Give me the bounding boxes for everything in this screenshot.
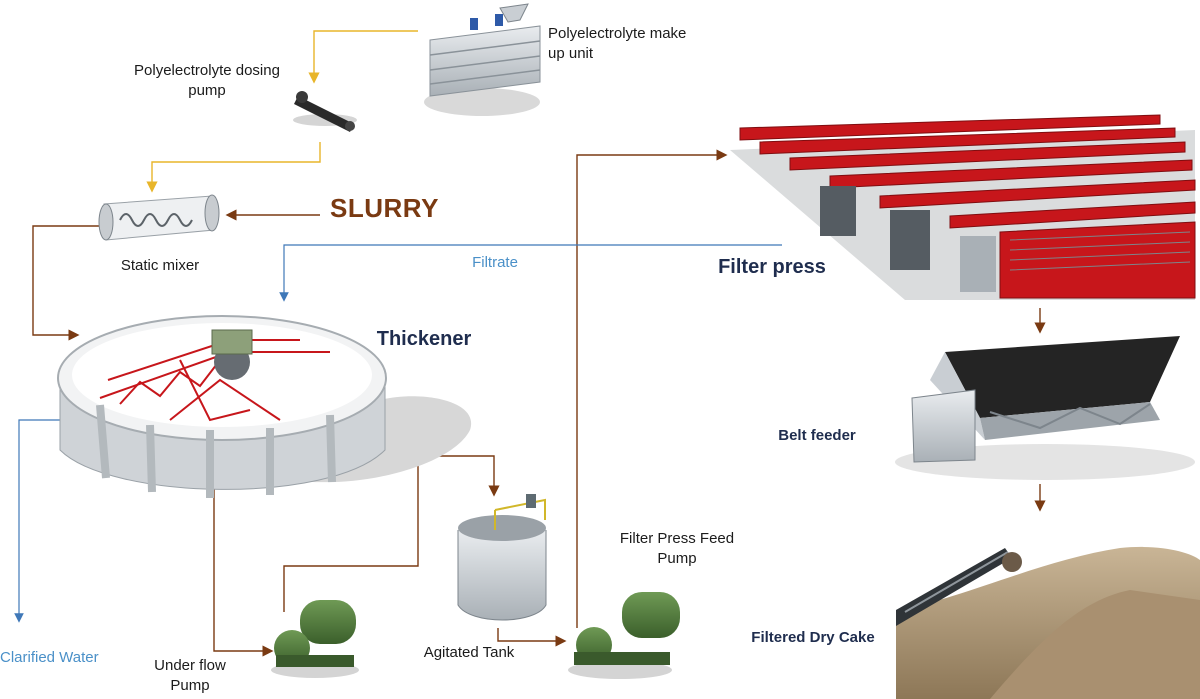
- agitated-tank: [457, 494, 547, 621]
- label-filtered-dry-cake: Filtered Dry Cake: [751, 629, 875, 646]
- under-flow-pump: [271, 600, 359, 678]
- label-polyelectrolyte-makeup: Polyelectrolyte make up unit: [548, 25, 687, 62]
- label-agitated-tank: Agitated Tank: [423, 644, 515, 661]
- label-filtrate: Filtrate: [472, 254, 518, 271]
- polyelectrolyte-makeup-unit: [424, 3, 541, 116]
- slurry-flow-lines: [32, 149, 1046, 657]
- thickener: [57, 315, 472, 498]
- belt-feeder: [895, 336, 1195, 480]
- label-under-flow-pump: Under flow Pump: [154, 657, 226, 694]
- label-belt-feeder: Belt feeder: [778, 427, 856, 444]
- static-mixer: [98, 194, 220, 241]
- filter-press-feed-pump: [568, 592, 680, 679]
- label-polyelectrolyte-dosing: Polyelectrolyte dosing pump: [134, 62, 280, 99]
- label-thickener: Thickener: [376, 328, 472, 350]
- dry-cake-pile: [896, 546, 1200, 699]
- label-clarified-water: Clarified Water: [0, 649, 99, 666]
- label-filter-press-feed-pump: Filter Press Feed Pump: [619, 530, 735, 567]
- label-filter-press: Filter press: [718, 256, 826, 278]
- dosing-pump: [293, 91, 357, 132]
- filter-press: [730, 114, 1196, 300]
- chemical-flow-lines: [146, 30, 418, 193]
- label-static-mixer: Static mixer: [120, 257, 200, 274]
- label-slurry: SLURRY: [330, 193, 439, 223]
